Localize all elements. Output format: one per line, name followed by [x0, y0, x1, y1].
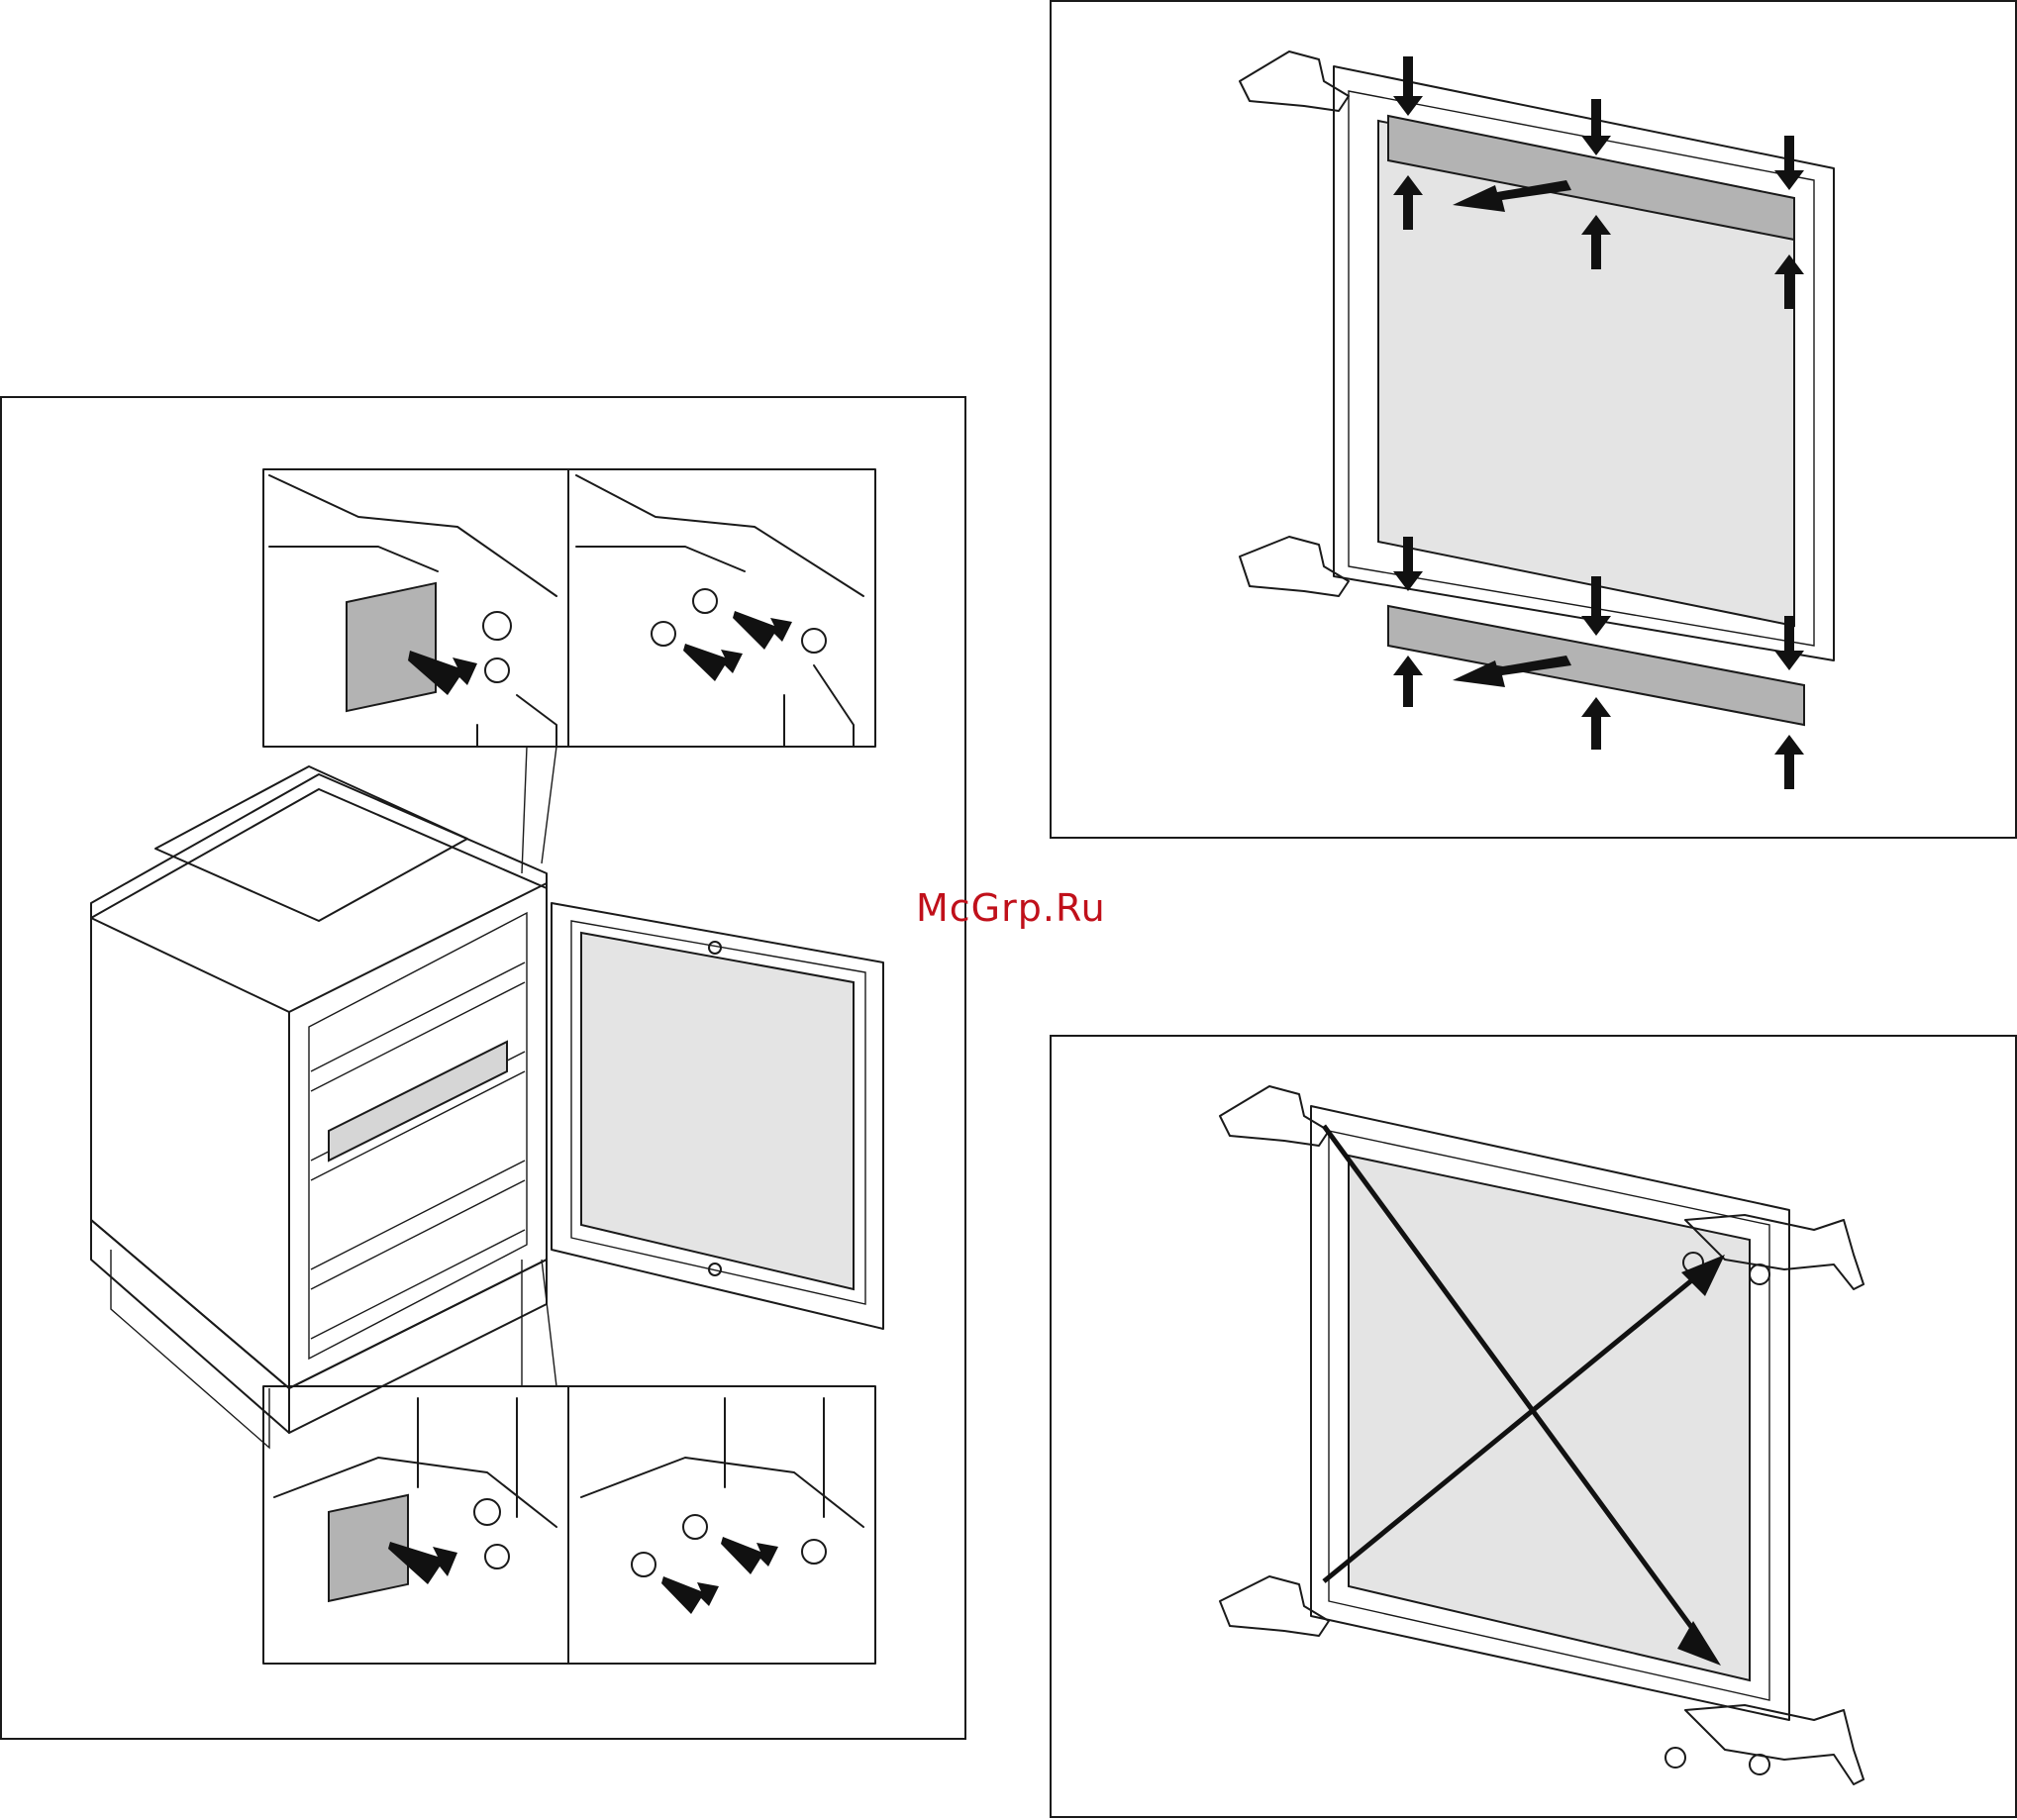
- bottom-hinge-detail-left: [263, 1386, 568, 1664]
- swap-door-glass: [1349, 1156, 1750, 1680]
- door-strips-panel: [1050, 0, 2017, 839]
- hinge-bottom: [1240, 537, 1349, 596]
- appliance-panel: [0, 396, 966, 1740]
- appliance-illustration: [2, 398, 968, 1742]
- top-hinge-detail-left: [263, 469, 568, 747]
- door-strips-illustration: [1052, 2, 2017, 841]
- watermark-text: McGrp.Ru: [916, 886, 1106, 930]
- top-hinge-detail-right: [568, 469, 875, 747]
- left-hinge-top: [1220, 1086, 1329, 1146]
- wine-cooler-body: [91, 766, 547, 1448]
- bottom-hinge-detail-right: [568, 1386, 875, 1664]
- hinge-top: [1240, 51, 1349, 111]
- left-hinge-bottom: [1220, 1576, 1329, 1636]
- hinge-swap-illustration: [1052, 1037, 2017, 1820]
- open-door: [552, 903, 883, 1329]
- hinge-swap-panel: [1050, 1035, 2017, 1818]
- right-hinge-bottom: [1665, 1705, 1864, 1784]
